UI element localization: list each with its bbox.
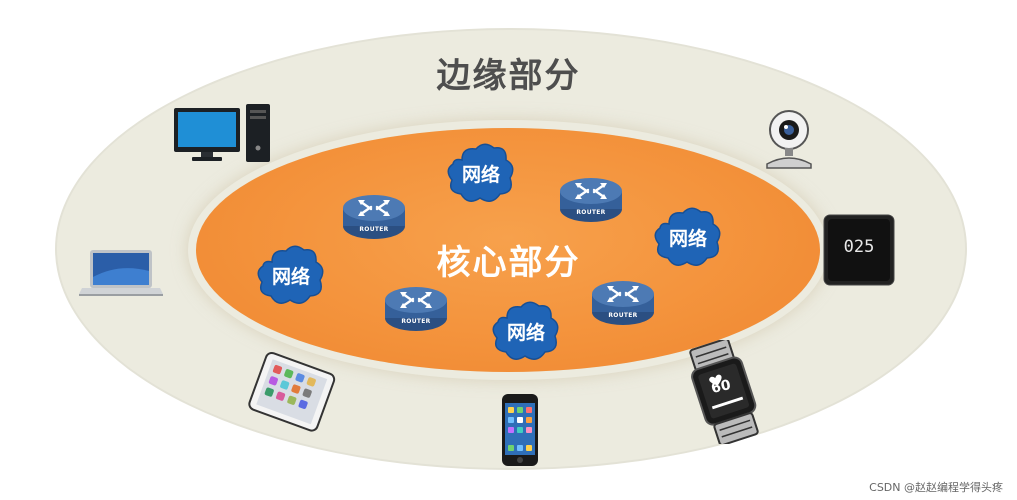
network-label: 网络 <box>506 321 545 344</box>
router-label: ROUTER <box>401 318 431 325</box>
router-label: ROUTER <box>359 226 389 233</box>
router: ROUTER <box>590 276 656 328</box>
network-cloud: 网络 <box>489 298 563 364</box>
network-cloud: 网络 <box>444 140 518 206</box>
router-label: ROUTER <box>576 209 606 216</box>
smartphone-icon <box>501 393 539 467</box>
router-icon <box>383 282 449 334</box>
clock-display: 025 <box>843 237 875 257</box>
network-cloud: 网络 <box>254 242 328 308</box>
network-label: 网络 <box>668 227 707 250</box>
tablet-icon <box>241 346 343 442</box>
router-icon <box>341 190 407 242</box>
desktop-computer-icon <box>172 102 274 164</box>
router: ROUTER <box>558 173 624 225</box>
router-icon <box>590 276 656 328</box>
digital-clock-icon <box>823 214 895 286</box>
laptop-icon <box>79 249 163 297</box>
network-label: 网络 <box>271 265 310 288</box>
watermark: CSDN @赵赵编程学得头疼 <box>869 481 1003 494</box>
router-icon <box>558 173 624 225</box>
edge-title: 边缘部分 <box>436 56 581 96</box>
webcam-icon <box>761 108 817 172</box>
core-title: 核心部分 <box>436 243 581 283</box>
router: ROUTER <box>383 282 449 334</box>
network-cloud: 网络 <box>651 204 725 270</box>
router-label: ROUTER <box>608 312 638 319</box>
router: ROUTER <box>341 190 407 242</box>
network-label: 网络 <box>461 163 500 186</box>
smartwatch-icon <box>682 340 766 444</box>
